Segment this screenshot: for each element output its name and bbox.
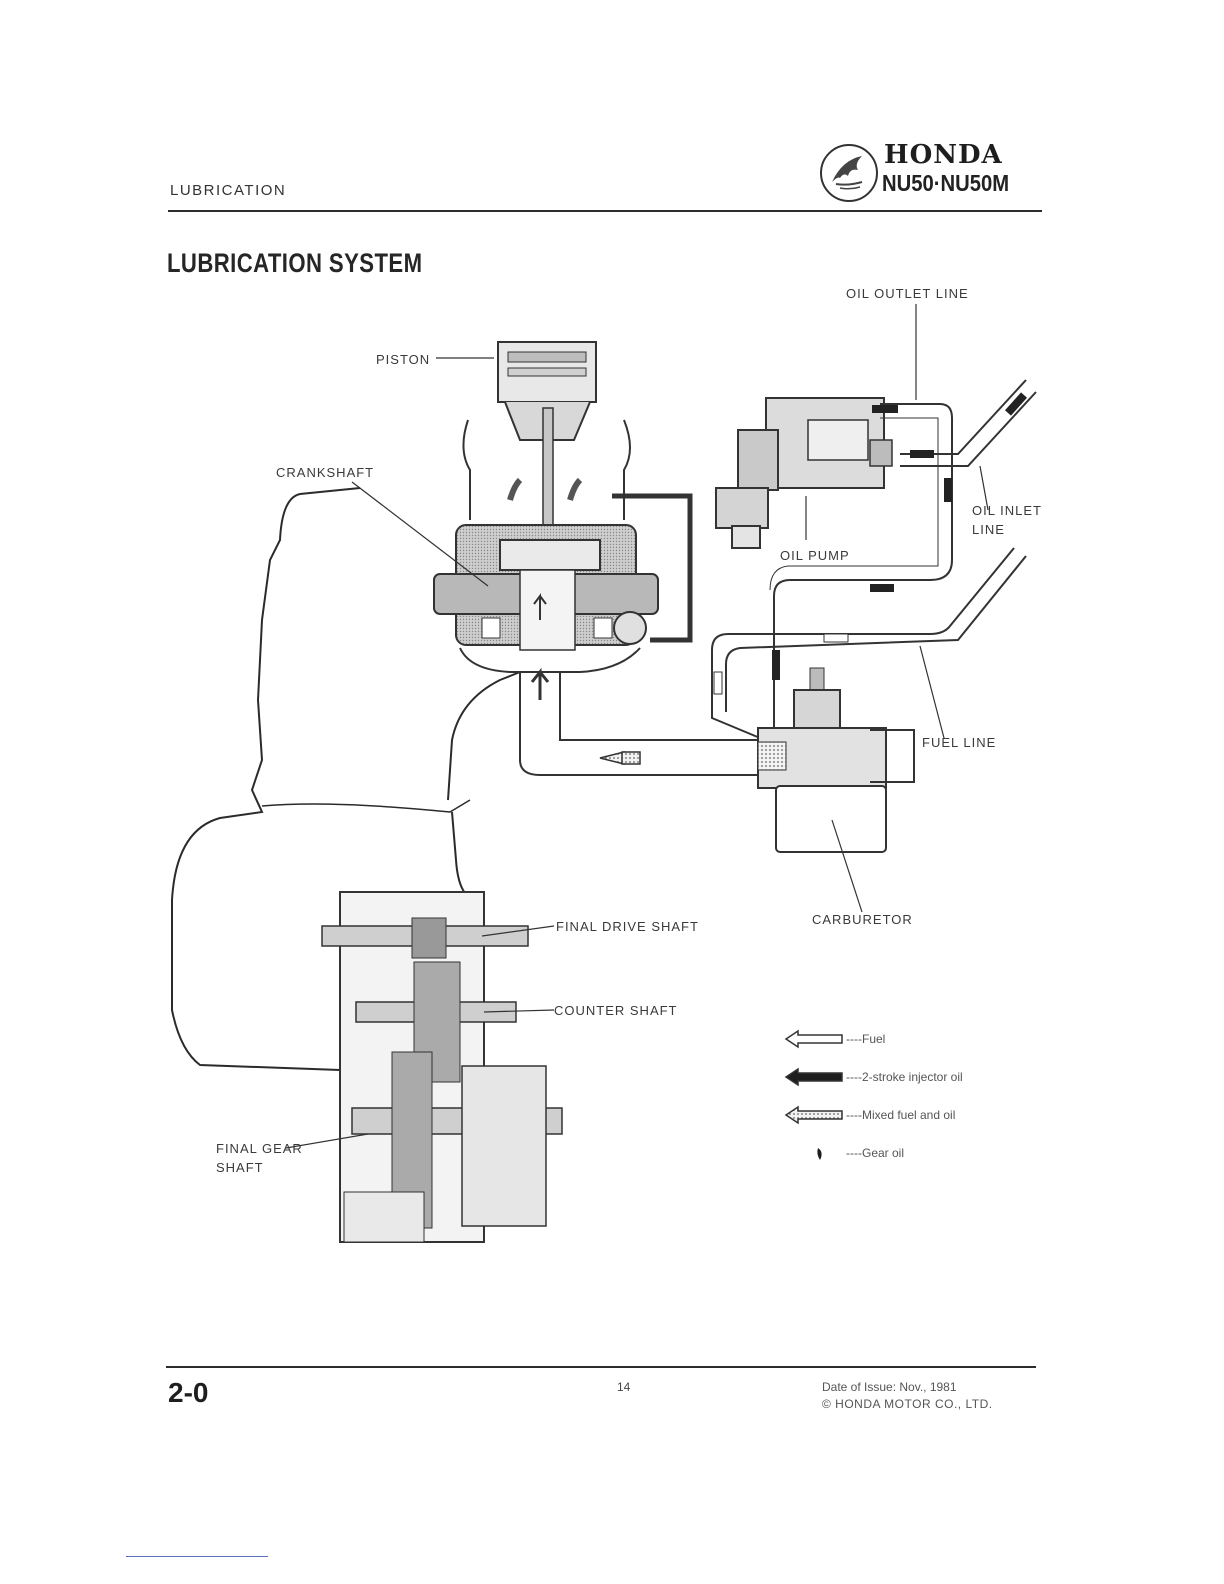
engine-outline-lower [451,811,471,899]
oil-outlet-pipe-inner [769,417,939,591]
model-name: NU50·NU50M [882,170,1010,196]
engine-outline-mid [261,799,471,813]
fuel-arrow-2 [713,671,723,695]
page-number: 14 [617,1380,631,1394]
legend-fuel-swatch [784,1029,843,1049]
label-final-gear-shaft-1: FINAL GEAR [216,1141,303,1156]
transmission-assembly [321,891,563,1243]
fuel-arrow-1 [823,633,849,643]
footer-link-underline [126,1556,268,1557]
legend-mixed-swatch [784,1105,843,1125]
oil-arrow-4 [870,584,894,592]
honda-wing-logo [820,144,878,202]
label-oil-pump: OIL PUMP [780,548,850,563]
legend-gear-oil-label: ----Gear oil [846,1146,904,1160]
section-label: LUBRICATION [170,182,287,199]
label-carburetor: CARBURETOR [812,912,913,927]
legend: ----Fuel ----2-stroke injector oil ----M… [784,1029,963,1160]
engine-outline [171,487,361,1071]
legend-injector-oil-swatch [784,1067,843,1087]
page-code: 2-0 [168,1377,209,1408]
piston-assembly [497,341,597,559]
legend-injector-oil-label: ----2-stroke injector oil [846,1070,963,1084]
oil-arrow-5 [772,650,780,680]
flow-arrow-right [567,477,583,501]
legend-mixed-label: ----Mixed fuel and oil [846,1108,955,1122]
header-rule [168,210,1042,212]
legend-fuel-label: ----Fuel [846,1032,885,1046]
carburetor-body [757,667,915,853]
cylinder-walls [462,419,631,520]
label-crankshaft: CRANKSHAFT [276,465,374,480]
intake-arrow-body [621,751,641,765]
oil-pump [715,397,893,549]
label-final-gear-shaft-2: SHAFT [216,1160,264,1175]
crank-up-arrow-2 [530,667,550,700]
oil-arrow-3 [944,478,952,502]
brand-name: HONDA [884,140,1003,170]
page-title: LUBRICATION SYSTEM [167,248,423,278]
oil-arrow-2 [910,450,934,458]
label-oil-inlet-line-2: LINE [972,522,1005,537]
issue-date: Date of Issue: Nov., 1981 [822,1380,957,1394]
fuel-line-pipe [711,547,1027,739]
engine-outline-neck [447,671,521,801]
intake-passage [519,672,758,776]
footer-rule [166,1366,1036,1368]
label-counter-shaft: COUNTER SHAFT [554,1003,678,1018]
oil-outlet-pipe [773,403,953,740]
label-final-drive-shaft: FINAL DRIVE SHAFT [556,919,699,934]
oil-arrow-6 [1004,392,1028,416]
intake-arrow [599,751,625,765]
oil-arrow-1 [872,405,898,413]
flow-arrow-left [507,477,523,501]
legend-gear-oil-swatch [817,1148,822,1160]
label-fuel-line: FUEL LINE [922,735,996,750]
label-piston: PISTON [376,352,430,367]
crankcase-oil-line [612,493,693,643]
label-oil-inlet-line-1: OIL INLET [972,503,1042,518]
copyright: © HONDA MOTOR CO., LTD. [822,1397,993,1411]
label-oil-outlet-line: OIL OUTLET LINE [846,286,969,301]
crankshaft-assembly [433,524,659,673]
crank-up-arrow-1 [533,593,547,620]
